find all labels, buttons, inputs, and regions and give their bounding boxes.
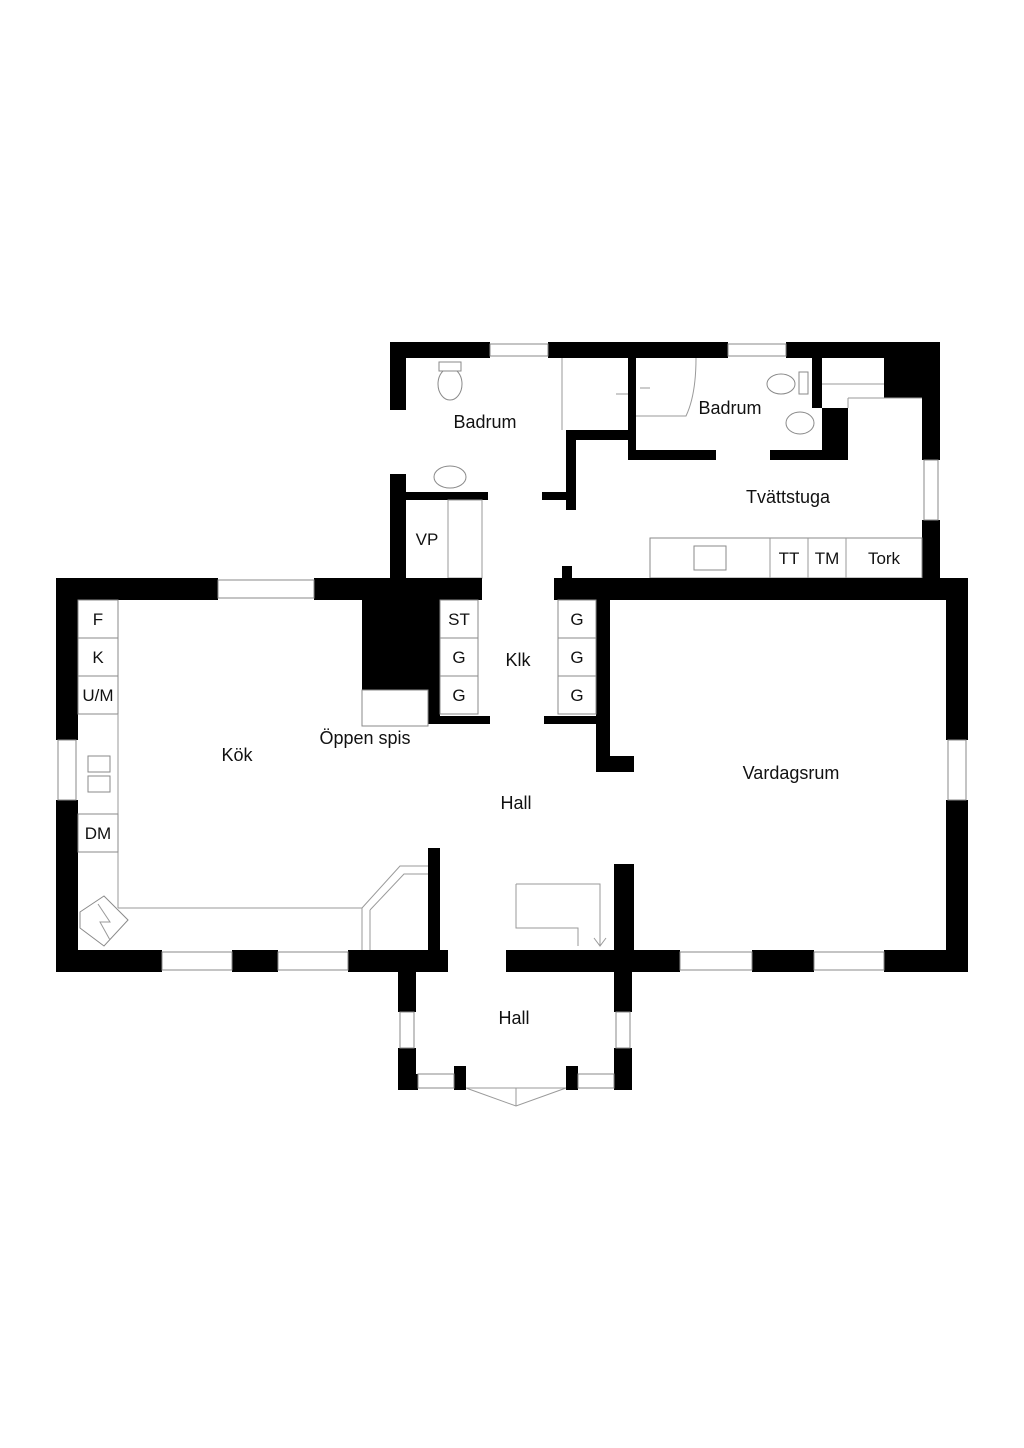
room-label-vp: VP bbox=[416, 530, 439, 549]
wardrobe-g-right-3: G bbox=[570, 686, 583, 705]
upper-wing-fixtures bbox=[433, 357, 923, 579]
kitchen-unit-um: U/M bbox=[82, 686, 113, 705]
wardrobe-g-right-1: G bbox=[570, 610, 583, 629]
main-windows bbox=[57, 579, 967, 971]
upper-wing-windows bbox=[489, 343, 939, 521]
room-label-hall-entry: Hall bbox=[498, 1008, 529, 1028]
kitchen-unit-f: F bbox=[93, 610, 103, 629]
room-label-hall-main: Hall bbox=[500, 793, 531, 813]
entry-porch bbox=[398, 972, 632, 1107]
room-label-klk: Klk bbox=[505, 650, 531, 670]
upper-wing-walls bbox=[390, 342, 940, 582]
appliance-label-tt: TT bbox=[779, 549, 800, 568]
room-label-tvattstuga: Tvättstuga bbox=[746, 487, 831, 507]
wardrobe-st: ST bbox=[448, 610, 470, 629]
kitchen-unit-dm: DM bbox=[85, 824, 111, 843]
appliance-label-tork: Tork bbox=[868, 549, 901, 568]
interior-walls bbox=[362, 590, 634, 972]
appliance-label-tm: TM bbox=[815, 549, 840, 568]
room-label-badrum-1: Badrum bbox=[453, 412, 516, 432]
wardrobe-g-right-2: G bbox=[570, 648, 583, 667]
room-label-badrum-2: Badrum bbox=[698, 398, 761, 418]
room-label-kok: Kök bbox=[221, 745, 253, 765]
main-outer-walls bbox=[56, 578, 968, 972]
kitchen-unit-k: K bbox=[92, 648, 104, 667]
wardrobe-g-left-1: G bbox=[452, 648, 465, 667]
room-label-oppen-spis: Öppen spis bbox=[319, 728, 410, 748]
interior-fixtures bbox=[77, 599, 607, 950]
room-label-vardagsrum: Vardagsrum bbox=[743, 763, 840, 783]
wardrobe-g-left-2: G bbox=[452, 686, 465, 705]
